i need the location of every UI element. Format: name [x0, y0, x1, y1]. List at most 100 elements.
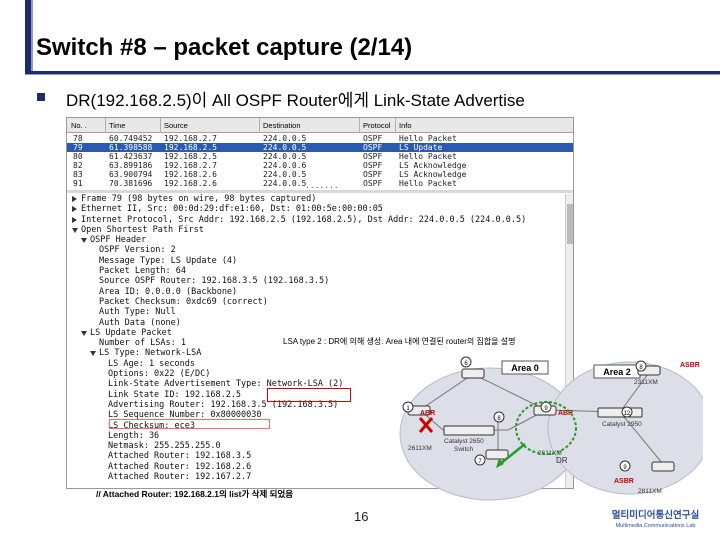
detail-tree-text: LS Update Packet	[90, 327, 172, 338]
detail-scrollbar[interactable]	[565, 194, 573, 488]
lab-logo-subtitle: Multimedia Communications Lab	[615, 523, 696, 529]
model-right-mid-label: 2611XM	[538, 450, 562, 457]
node-number: 12	[624, 411, 631, 417]
detail-tree-item[interactable]: Internet Protocol, Src Addr: 192.168.2.5…	[67, 215, 567, 225]
node-number-circle	[621, 406, 633, 418]
switch-left-sublabel: Switch	[454, 446, 474, 453]
detail-tree-item[interactable]: Area ID: 0.0.0.0 (Backbone)	[67, 287, 567, 297]
packet-cell-time: 61.398588	[109, 143, 153, 152]
col-separator	[359, 118, 360, 133]
detail-tree-item[interactable]: Auth Type: Null	[67, 307, 567, 317]
scrollbar-thumb[interactable]	[567, 204, 573, 244]
tree-collapsed-icon[interactable]	[72, 206, 77, 213]
packet-cell-time: 63.900794	[109, 170, 153, 179]
node-number-circle	[635, 360, 647, 372]
pane-resize-dots[interactable]: .......	[305, 181, 339, 190]
detail-tree-item[interactable]: Netmask: 255.255.255.0	[67, 441, 567, 451]
node-number-circle	[402, 401, 414, 413]
packet-cell-src: 192.168.2.6	[164, 179, 217, 188]
detail-tree-text: Attached Router: 192.168.3.5	[108, 451, 252, 462]
detail-tree-text: Link State ID: 192.168.2.5	[108, 389, 242, 400]
asbr-top-label: ASBR	[680, 362, 700, 369]
col-info[interactable]: Info	[399, 121, 412, 130]
detail-tree-item[interactable]: OSPF Version: 2	[67, 245, 567, 255]
abr-right-label: ABR	[558, 410, 573, 417]
switch-catalyst-2650	[443, 425, 495, 436]
detail-tree-item[interactable]: LS Sequence Number: 0x80000030	[67, 410, 567, 420]
tree-expanded-icon[interactable]	[90, 351, 96, 357]
detail-tree-text: Source OSPF Router: 192.168.3.5 (192.168…	[99, 276, 330, 287]
detail-tree-text: LS Age: 1 seconds	[108, 358, 195, 369]
asbr-bottom-label: ASBR	[614, 478, 634, 485]
packet-cell-proto: OSPF	[363, 170, 383, 179]
detail-tree-text: LS Checksum: ece3	[108, 420, 195, 431]
col-time[interactable]: Time	[109, 121, 126, 130]
tree-expanded-icon[interactable]	[72, 227, 78, 233]
detail-tree-item[interactable]: Frame 79 (98 bytes on wire, 98 bytes cap…	[67, 194, 567, 204]
detail-tree-item[interactable]: Length: 36	[67, 431, 567, 441]
detail-tree-item[interactable]: Ethernet II, Src: 00:0d:29:df:e1:60, Dst…	[67, 204, 567, 214]
router-area0-top	[461, 368, 485, 379]
detail-tree-item[interactable]: Open Shortest Path First	[67, 225, 567, 235]
detail-tree-text: OSPF Header	[90, 235, 147, 246]
detail-tree-text: Area ID: 0.0.0.0 (Backbone)	[99, 286, 238, 297]
detail-tree-item[interactable]: LS Type: Network-LSA	[67, 348, 567, 358]
detail-tree-item[interactable]: Source OSPF Router: 192.168.3.5 (192.168…	[67, 276, 567, 286]
area2-label: Area 2	[603, 367, 631, 377]
detail-tree-item[interactable]: LS Age: 1 seconds	[67, 359, 567, 369]
packet-cell-dst: 224.0.0.5	[263, 179, 307, 188]
col-destination[interactable]: Destination	[263, 121, 301, 130]
packet-cell-dst: 224.0.0.6	[263, 161, 307, 170]
detail-tree-item[interactable]: Attached Router: 192.167.2.7	[67, 472, 567, 482]
col-source[interactable]: Source	[164, 121, 188, 130]
area0-label-box	[501, 360, 549, 375]
detail-tree-item[interactable]: Options: 0x22 (E/DC)	[67, 369, 567, 379]
arrow-head-icon	[496, 458, 504, 468]
detail-tree-item[interactable]: Number of LSAs: 1	[67, 338, 567, 348]
detail-tree-text: Open Shortest Path First	[81, 224, 204, 235]
packet-cell-src: 192.168.2.7	[164, 134, 217, 143]
detail-tree-text: Advertising Router: 192.168.3.5 (192.168…	[108, 399, 339, 410]
detail-tree-item[interactable]: Advertising Router: 192.168.3.5 (192.168…	[67, 400, 567, 410]
detail-tree-item[interactable]: Attached Router: 192.168.2.6	[67, 462, 567, 472]
detail-tree-item[interactable]: Packet Length: 64	[67, 266, 567, 276]
detail-tree-text: Auth Type: Null	[99, 307, 176, 318]
detail-tree-text: Attached Router: 192.167.2.7	[108, 472, 252, 483]
lsa-type-note: LSA type 2 : DR에 의해 생성. Area 내에 연결된 rout…	[283, 337, 516, 346]
packet-capture-window: No. . Time Source Destination Protocol I…	[66, 117, 574, 489]
detail-tree-item[interactable]: Message Type: LS Update (4)	[67, 256, 567, 266]
tree-collapsed-icon[interactable]	[72, 196, 77, 202]
packet-cell-time: 63.899186	[109, 161, 153, 170]
detail-tree-item[interactable]: LS Checksum: ece3	[67, 421, 567, 431]
packet-cell-dst: 224.0.0.5	[263, 134, 307, 143]
detail-tree-item[interactable]: OSPF Header	[67, 235, 567, 245]
tree-collapsed-icon[interactable]	[72, 216, 77, 223]
tree-expanded-icon[interactable]	[81, 330, 87, 336]
packet-cell-src: 192.168.2.5	[164, 143, 217, 152]
detail-tree-item[interactable]: Link-State Advertisement Type: Network-L…	[67, 379, 567, 389]
detail-tree-text: LS Type: Network-LSA	[99, 348, 202, 359]
detail-tree-item[interactable]: Packet Checksum: 0xdc69 (correct)	[67, 297, 567, 307]
detail-tree-item[interactable]: Auth Data (none)	[67, 318, 567, 328]
packet-cell-proto: OSPF	[363, 143, 383, 152]
detail-tree-item[interactable]: Link State ID: 192.168.2.5	[67, 390, 567, 400]
node-number: 8	[497, 416, 501, 422]
bullet-square-icon	[37, 93, 45, 101]
detail-tree-item[interactable]: LS Update Packet	[67, 328, 567, 338]
detail-tree-item[interactable]: Attached Router: 192.168.3.5	[67, 451, 567, 461]
col-no[interactable]: No. .	[71, 121, 87, 130]
switch-left-label: Catalyst 2650	[444, 438, 484, 445]
col-protocol[interactable]: Protocol	[363, 121, 391, 130]
pane-divider[interactable]	[67, 190, 573, 193]
detail-tree-text: Internet Protocol, Src Addr: 192.168.2.5…	[81, 214, 527, 225]
tree-expanded-icon[interactable]	[81, 238, 87, 244]
area2-cloud	[547, 361, 703, 495]
node-number: 1	[406, 406, 410, 412]
